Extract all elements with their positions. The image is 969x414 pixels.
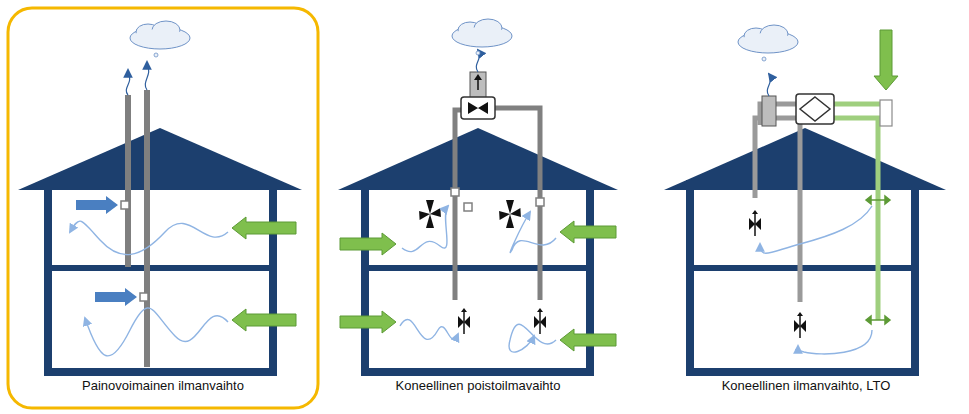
airflow-lines — [760, 206, 872, 354]
stack-pipes — [140, 293, 148, 301]
cloud — [130, 21, 190, 57]
room-fans — [416, 200, 525, 228]
supply-diffusers — [885, 196, 890, 204]
inflow-arrows-green — [232, 309, 296, 331]
inflow-arrows-blue — [76, 196, 118, 214]
house-natural — [48, 184, 273, 372]
exhaust-chimney — [762, 74, 776, 126]
house-exhaust — [338, 128, 618, 190]
extract-ducts — [755, 118, 800, 198]
house-exhaust — [338, 128, 618, 372]
cloud — [738, 25, 798, 61]
inflow-arrows-green — [340, 233, 396, 255]
heat-recovery-unit — [796, 94, 834, 124]
exhaust-ducts — [494, 108, 540, 300]
intake-hood — [874, 30, 898, 126]
house-natural — [48, 265, 273, 271]
stack-pipes — [121, 201, 129, 209]
heat-recovery-unit — [800, 97, 830, 121]
house-hrv — [664, 128, 946, 190]
supply-diffusers — [866, 196, 890, 324]
exhaust-chimney — [762, 96, 776, 126]
airflow-lines — [70, 221, 228, 255]
duct-vents — [536, 198, 544, 206]
airflow-lines — [400, 319, 458, 339]
exhaust-valve — [794, 312, 806, 338]
caption-label: Painovoimainen ilmanvaihto — [80, 378, 246, 394]
house-natural — [18, 128, 302, 190]
stack-pipes — [144, 90, 150, 367]
airflow-lines — [760, 206, 872, 253]
exhaust-ducts — [455, 110, 462, 300]
exhaust-fan-unit — [470, 72, 486, 98]
exhaust-fan-unit — [474, 74, 482, 80]
airflow-lines — [402, 206, 448, 252]
exhaust-ducts — [455, 108, 540, 300]
exhaust-fan-unit — [461, 97, 495, 119]
supply-diffusers — [866, 316, 871, 324]
house-hrv — [664, 128, 946, 372]
airflow-lines — [796, 330, 872, 354]
inflow-arrows-blue — [76, 196, 137, 306]
airflow-lines — [70, 221, 228, 356]
inflow-arrows-green — [560, 221, 616, 243]
inflow-arrows-green — [232, 217, 296, 239]
exhaust-valve — [749, 210, 761, 236]
house-exhaust — [365, 265, 590, 271]
house-natural — [18, 128, 302, 372]
duct-vents — [451, 188, 459, 196]
intake-hood — [880, 100, 892, 126]
cloud — [452, 19, 512, 55]
airflow-lines — [509, 324, 556, 352]
house-exhaust — [365, 184, 590, 372]
exhaust-fan-unit — [468, 102, 488, 114]
exhaust-valve — [458, 308, 470, 334]
airflow-lines — [510, 212, 556, 253]
inflow-arrows-green — [232, 217, 296, 331]
extract-ducts — [798, 118, 803, 302]
inflow-arrows-blue — [95, 288, 137, 306]
supply-diffusers — [866, 196, 871, 204]
intake-hood — [874, 30, 898, 90]
supply-ducts — [834, 104, 886, 320]
stack-pipes — [145, 62, 148, 90]
airflow-lines — [400, 206, 556, 352]
stack-pipes — [126, 70, 129, 95]
exhaust-chimney — [767, 74, 770, 96]
caption-label: Koneellinen poistoilmavaihto — [394, 378, 563, 394]
inflow-arrows-green — [340, 221, 616, 351]
inflow-arrows-green — [340, 311, 396, 333]
extract-ducts — [755, 104, 800, 302]
room-fans — [506, 200, 514, 228]
caption-label: Koneellinen ilmanvaihto, LTO — [720, 378, 893, 394]
supply-diffusers — [885, 316, 890, 324]
supply-ducts — [834, 104, 886, 110]
heat-recovery-unit — [796, 94, 834, 124]
airflow-lines — [85, 308, 228, 356]
duct-vents — [464, 203, 472, 211]
highlight-frame — [8, 8, 318, 408]
inflow-arrows-green — [560, 329, 616, 351]
exhaust-valve — [534, 308, 546, 334]
exhaust-fan-unit — [461, 50, 495, 119]
supply-ducts — [834, 118, 878, 320]
room-fans — [426, 200, 434, 228]
duct-vents — [451, 188, 544, 211]
stack-pipes — [125, 95, 131, 267]
